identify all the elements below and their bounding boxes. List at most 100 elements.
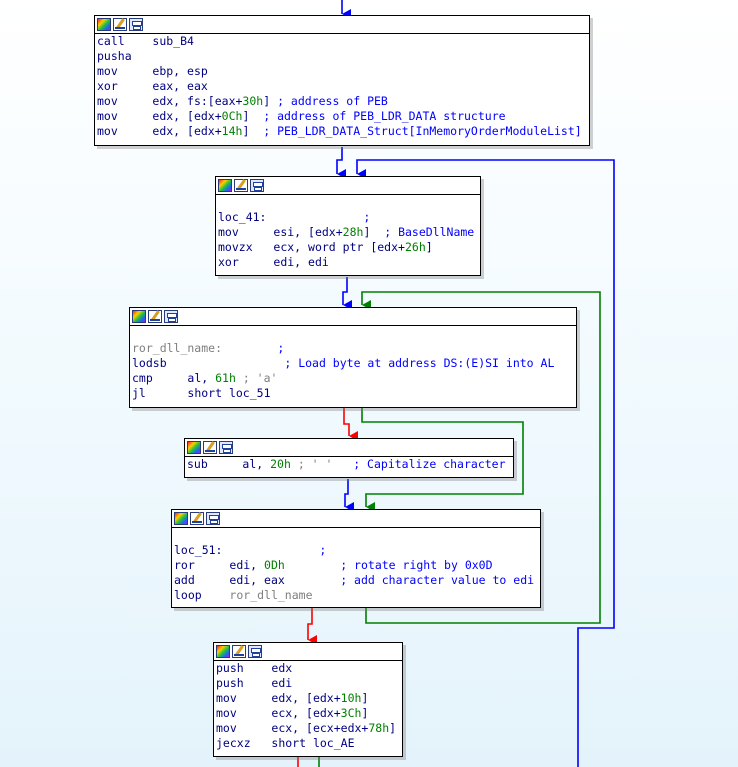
label-line: ror_dll_name: ; [132, 341, 574, 356]
operand: edi [271, 676, 293, 690]
mnemonic-padding [237, 691, 272, 705]
operand: edx, [edx+ [152, 124, 222, 138]
code-block-ror-dll-name[interactable]: ror_dll_name: ;lodsb ; Load byte at addr… [129, 307, 577, 408]
label-comment: ; [363, 210, 371, 224]
graph-view-icon[interactable] [250, 179, 264, 192]
blank-line [218, 195, 478, 210]
operand: ; 'a' [235, 371, 278, 385]
code-block-capitalize[interactable]: sub al, 20h ; ' ' ; Capitalize character [184, 438, 514, 478]
edge-b4-b5 [307, 608, 317, 645]
mnemonic-padding [118, 79, 153, 93]
graph-view-icon[interactable] [206, 512, 220, 525]
mnemonic: lodsb [132, 356, 167, 370]
blank-line [132, 326, 574, 341]
graph-view-icon[interactable] [129, 18, 143, 31]
operand: ] [425, 240, 433, 254]
comment: ; address of PEB_LDR_DATA structure [249, 109, 506, 123]
numeric-operand: 3Ch [340, 706, 362, 720]
label-comment: ; [277, 341, 285, 355]
comment: ; Load byte at address DS:(E)SI into AL [284, 356, 555, 370]
mnemonic-padding [253, 240, 274, 254]
operand: short loc_51 [187, 386, 271, 400]
operand: ] [363, 225, 371, 239]
mnemonic: mov [218, 225, 239, 239]
mnemonic: push [216, 661, 244, 675]
graph-view-icon[interactable] [248, 645, 262, 658]
color-palette-icon[interactable] [218, 179, 232, 192]
instruction-line: mov ecx, [edx+3Ch] [216, 706, 400, 721]
instruction-line: call sub_B4 [97, 34, 587, 49]
code-label[interactable]: loc_51: [174, 543, 223, 557]
color-palette-icon[interactable] [97, 18, 111, 31]
operand: edx, [edx+ [152, 109, 222, 123]
numeric-operand: 26h [404, 240, 426, 254]
instruction-line: lodsb ; Load byte at address DS:(E)SI in… [132, 356, 574, 371]
label-padding [222, 341, 277, 355]
rename-pencil-icon[interactable] [113, 18, 127, 31]
comment: ; add character value to edi [340, 573, 535, 587]
instruction-line: ror edi, 0Dh ; rotate right by 0x0D [174, 558, 538, 573]
mnemonic: call [97, 34, 125, 48]
instruction-line: pusha [97, 49, 587, 64]
operand: eax, eax [152, 79, 208, 93]
operand: sub_B4 [152, 34, 194, 48]
mnemonic: mov [97, 124, 118, 138]
mnemonic-padding [239, 255, 274, 269]
mnemonic: mov [216, 706, 237, 720]
instruction-line: sub al, 20h ; ' ' ; Capitalize character [187, 457, 511, 472]
code-block-loc-41[interactable]: loc_41: ;mov esi, [edx+28h] ; BaseDllNam… [215, 176, 481, 276]
edge-back-to-loc41 [356, 159, 615, 767]
blank-line [174, 528, 538, 543]
mnemonic: add [174, 573, 195, 587]
mnemonic-padding [118, 109, 153, 123]
mnemonic-padding [195, 573, 230, 587]
operand: edx, [edx+ [271, 691, 341, 705]
color-palette-icon[interactable] [187, 441, 201, 454]
rename-pencil-icon[interactable] [232, 645, 246, 658]
color-palette-icon[interactable] [216, 645, 230, 658]
graph-view-icon[interactable] [164, 310, 178, 323]
mnemonic: mov [97, 94, 118, 108]
operand: ecx, word ptr [edx+ [273, 240, 405, 254]
code-label[interactable]: loc_41: [218, 210, 267, 224]
edge-b1-b2 [342, 277, 352, 310]
code-block-loc-51[interactable]: loc_51: ;ror edi, 0Dh ; rotate right by … [171, 509, 541, 608]
mnemonic-padding [202, 588, 230, 602]
comment: ; Capitalize character [332, 457, 506, 471]
numeric-operand: 20h [270, 457, 291, 471]
mnemonic-padding [118, 64, 153, 78]
code-label[interactable]: ror_dll_name: [132, 341, 223, 355]
graph-view-icon[interactable] [219, 441, 233, 454]
instruction-line: push edi [216, 676, 400, 691]
operand: ] [361, 706, 369, 720]
numeric-operand: 14h [221, 124, 243, 138]
instruction-line: add edi, eax ; add character value to ed… [174, 573, 538, 588]
mnemonic-padding [239, 225, 274, 239]
rename-pencil-icon[interactable] [190, 512, 204, 525]
mnemonic: movzx [218, 240, 253, 254]
operand: ror_dll_name [229, 588, 313, 602]
operand: edx [271, 661, 293, 675]
color-palette-icon[interactable] [132, 310, 146, 323]
rename-pencil-icon[interactable] [203, 441, 217, 454]
mnemonic-padding [132, 49, 153, 63]
numeric-operand: 0Dh [264, 558, 285, 572]
rename-pencil-icon[interactable] [148, 310, 162, 323]
comment: ; PEB_LDR_DATA_Struct[InMemoryOrderModul… [249, 124, 582, 138]
color-palette-icon[interactable] [174, 512, 188, 525]
instruction-line: xor eax, eax [97, 79, 587, 94]
instruction-line: mov edx, [edx+10h] [216, 691, 400, 706]
edge-b0-b1 [336, 147, 346, 179]
comment: ; address of PEB [270, 94, 388, 108]
mnemonic-padding [251, 736, 272, 750]
label-comment: ; [319, 543, 327, 557]
rename-pencil-icon[interactable] [234, 179, 248, 192]
mnemonic: xor [97, 79, 118, 93]
label-padding [222, 543, 319, 557]
mnemonic-padding [237, 706, 272, 720]
block-toolbar [95, 16, 589, 34]
